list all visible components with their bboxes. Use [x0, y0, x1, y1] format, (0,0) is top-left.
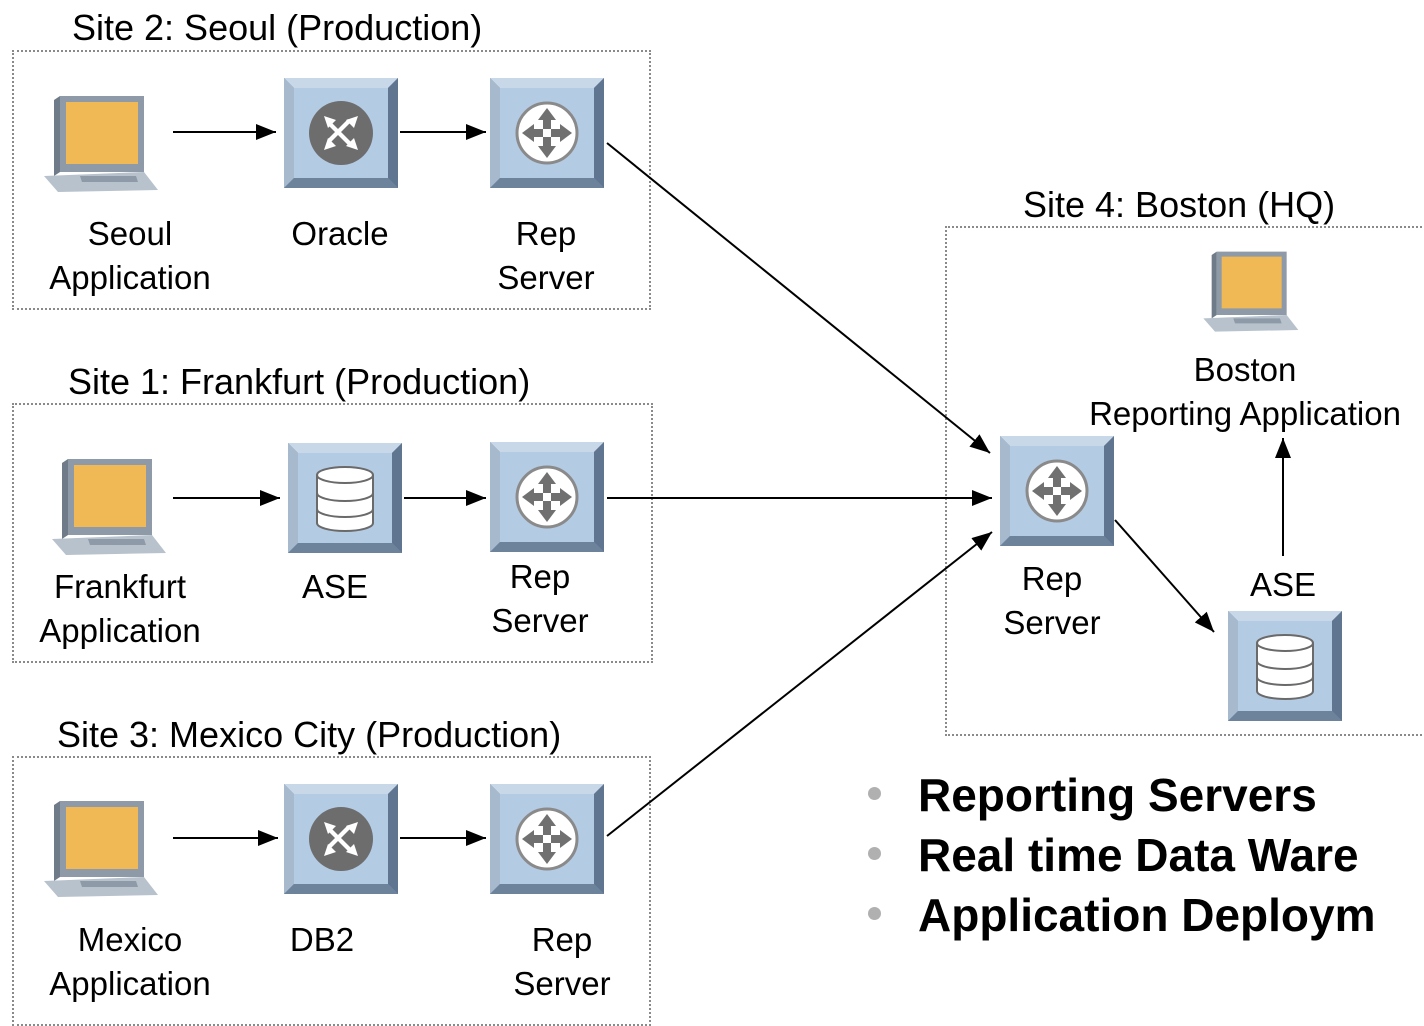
boston-ase-database-icon [1228, 611, 1342, 721]
site-mexico-title: Site 3: Mexico City (Production) [57, 714, 562, 755]
site-seoul-title: Site 2: Seoul (Production) [72, 7, 483, 48]
bullet-item: Application Deploym [868, 885, 1375, 945]
site-boston-title: Site 4: Boston (HQ) [1023, 184, 1336, 225]
site-boston-box [945, 226, 1424, 736]
arrow-mexico-rep-to-boston [606, 531, 993, 837]
feature-bullet-list: Reporting Servers Real time Data Ware Ap… [868, 765, 1375, 945]
site-seoul-box [12, 50, 651, 310]
arrow-boston-rep-to-ase [1114, 519, 1215, 633]
mexico-db2-router-icon [284, 784, 398, 894]
frankfurt-rep-server-icon [490, 442, 604, 552]
seoul-oracle-router-icon [284, 78, 398, 188]
bullet-item: Reporting Servers [868, 765, 1375, 825]
frankfurt-application-computer-icon [48, 455, 168, 555]
mexico-db2-label: DB2 [289, 921, 355, 958]
boston-rep-server-icon [1000, 436, 1114, 546]
mexico-rep-server-icon [490, 784, 604, 894]
bullet-dot-icon [868, 907, 881, 920]
seoul-rep-server-icon [490, 78, 604, 188]
frankfurt-ase-database-icon [288, 443, 402, 553]
site-frankfurt-box [12, 403, 653, 663]
boston-reporting-computer-icon [1200, 240, 1300, 340]
site-frankfurt-title: Site 1: Frankfurt (Production) [68, 361, 531, 402]
seoul-application-computer-icon [40, 92, 160, 192]
boston-ase-label: ASE [1249, 566, 1317, 603]
mexico-application-computer-icon [40, 797, 160, 897]
bullet-dot-icon [868, 847, 881, 860]
bullet-dot-icon [868, 787, 881, 800]
seoul-oracle-label: Oracle [291, 215, 389, 252]
arrow-seoul-rep-to-boston [606, 142, 991, 454]
frankfurt-ase-label: ASE [301, 568, 369, 605]
bullet-item: Real time Data Ware [868, 825, 1375, 885]
